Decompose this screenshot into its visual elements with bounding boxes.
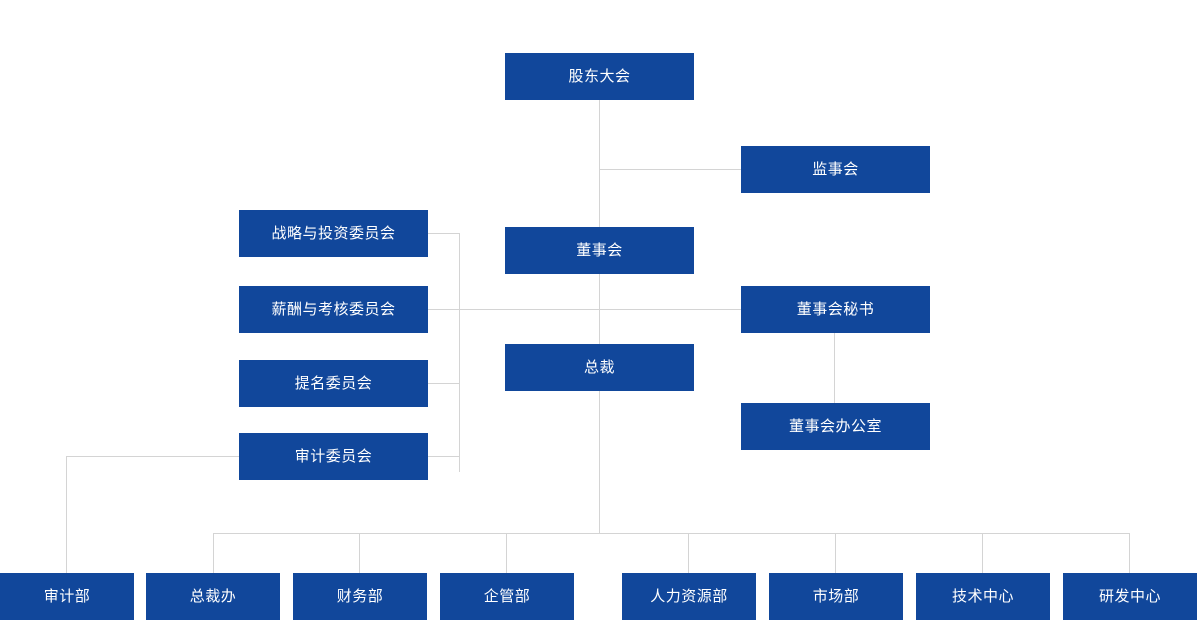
- node-label: 审计部: [43, 587, 91, 605]
- connector-committee-stub-1: [428, 233, 460, 234]
- node-label: 财务部: [336, 587, 384, 605]
- connector-department-drop-7: [1129, 533, 1130, 573]
- node-label: 董事会办公室: [788, 417, 882, 435]
- node-department-rd-center[interactable]: 研发中心: [1063, 573, 1197, 620]
- connector-audit-committee-left: [66, 456, 240, 457]
- node-label: 技术中心: [951, 587, 1014, 605]
- connector-committee-stub-3: [428, 383, 460, 384]
- connector-department-drop-1: [213, 533, 214, 573]
- node-board-of-directors[interactable]: 董事会: [505, 227, 694, 274]
- node-shareholders-meeting[interactable]: 股东大会: [505, 53, 694, 100]
- node-label: 监事会: [812, 160, 859, 178]
- connector-department-drop-2: [359, 533, 360, 573]
- connector-president-to-departments: [599, 390, 600, 533]
- node-committee-audit[interactable]: 审计委员会: [239, 433, 428, 480]
- node-department-technology-center[interactable]: 技术中心: [916, 573, 1050, 620]
- node-label: 研发中心: [1098, 587, 1161, 605]
- node-label: 企管部: [483, 587, 531, 605]
- node-department-marketing[interactable]: 市场部: [769, 573, 903, 620]
- node-committee-remuneration-appraisal[interactable]: 薪酬与考核委员会: [239, 286, 428, 333]
- connector-department-drop-4: [688, 533, 689, 573]
- connector-department-drop-6: [982, 533, 983, 573]
- node-label: 董事会: [576, 241, 623, 259]
- connector-secretary-row: [459, 309, 741, 310]
- node-department-enterprise-management[interactable]: 企管部: [440, 573, 574, 620]
- node-label: 战略与投资委员会: [271, 224, 396, 242]
- node-label: 董事会秘书: [796, 300, 875, 318]
- node-label: 总裁办: [189, 587, 237, 605]
- node-committee-strategy-investment[interactable]: 战略与投资委员会: [239, 210, 428, 257]
- connector-department-drop-5: [835, 533, 836, 573]
- connector-department-bus: [213, 533, 1130, 534]
- node-department-human-resources[interactable]: 人力资源部: [622, 573, 756, 620]
- node-label: 薪酬与考核委员会: [271, 300, 396, 318]
- connector-shareholders-to-board: [599, 100, 600, 228]
- node-committee-nomination[interactable]: 提名委员会: [239, 360, 428, 407]
- node-president[interactable]: 总裁: [505, 344, 694, 391]
- node-board-office[interactable]: 董事会办公室: [741, 403, 930, 450]
- connector-committee-stub-2: [428, 309, 460, 310]
- connector-secretary-to-office: [834, 333, 835, 404]
- node-label: 总裁: [583, 358, 615, 376]
- node-board-of-supervisors[interactable]: 监事会: [741, 146, 930, 193]
- node-label: 人力资源部: [650, 587, 728, 605]
- node-department-finance[interactable]: 财务部: [293, 573, 427, 620]
- connector-to-supervisors: [599, 169, 741, 170]
- node-board-secretary[interactable]: 董事会秘书: [741, 286, 930, 333]
- node-label: 审计委员会: [294, 447, 373, 465]
- node-label: 提名委员会: [294, 374, 373, 392]
- node-label: 股东大会: [568, 67, 631, 85]
- node-label: 市场部: [812, 587, 860, 605]
- connector-department-drop-3: [506, 533, 507, 573]
- connector-committee-stub-4: [428, 456, 460, 457]
- node-department-audit[interactable]: 审计部: [0, 573, 134, 620]
- node-department-presidents-office[interactable]: 总裁办: [146, 573, 280, 620]
- connector-audit-committee-down: [66, 456, 67, 573]
- connector-committee-bus: [459, 233, 460, 472]
